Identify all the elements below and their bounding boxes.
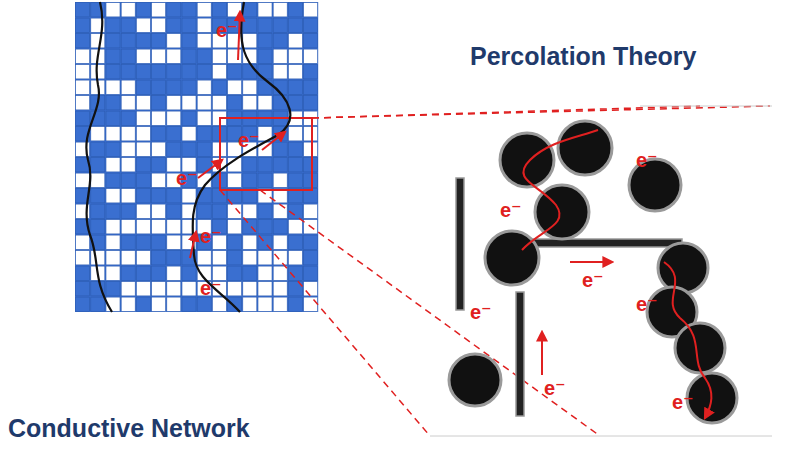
zoom-lines: [220, 106, 770, 436]
electron-label: e⁻: [200, 278, 222, 298]
electron-label: e⁻: [582, 270, 604, 290]
carbon-particles: [449, 121, 737, 423]
electron-label: e⁻: [470, 302, 492, 322]
title: Percolation Theory: [470, 42, 696, 71]
electron-label: e⁻: [176, 168, 198, 188]
electron-label: e⁻: [636, 150, 658, 170]
electron-label: e⁻: [238, 130, 260, 150]
zoom-box: [220, 118, 312, 190]
figure-label: Conductive Network: [8, 414, 250, 443]
lattice-grid: [75, 2, 318, 312]
electron-label: e⁻: [672, 392, 694, 412]
electron-arrows: [190, 12, 285, 258]
electron-flow: [522, 130, 711, 418]
conduction-paths: [86, 2, 290, 312]
electron-label: e⁻: [200, 226, 222, 246]
electron-label: e⁻: [636, 294, 658, 314]
electron-label: e⁻: [544, 378, 566, 398]
electron-label: e⁻: [216, 20, 238, 40]
zoom-frame: [430, 106, 772, 436]
electron-label: e⁻: [500, 200, 522, 220]
